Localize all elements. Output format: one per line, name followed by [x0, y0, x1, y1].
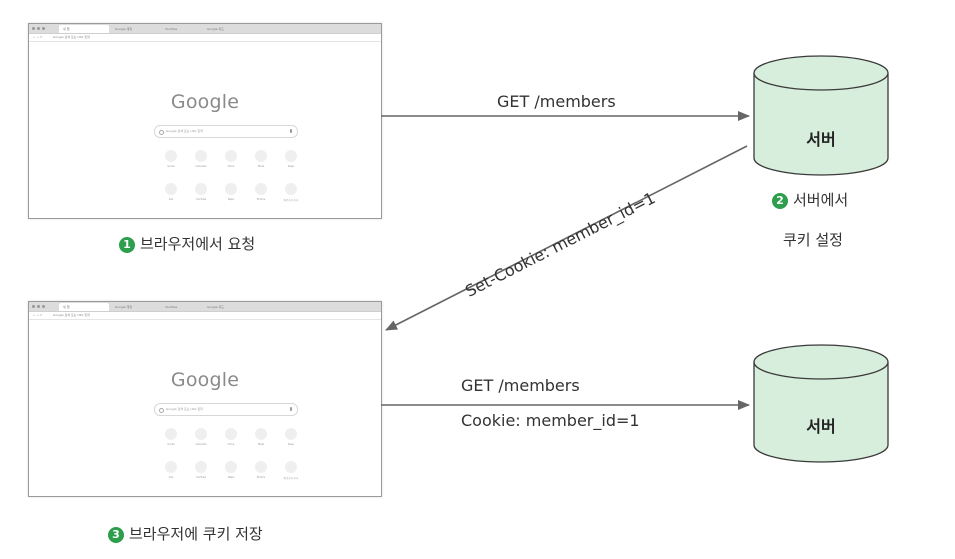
nav-arrows-icon[interactable]: ← → ⟳ — [33, 313, 43, 317]
step-badge: 2 — [772, 193, 788, 209]
request-label-top: GET /members — [497, 92, 616, 111]
shortcut-label: YouTube — [195, 198, 207, 201]
shortcut-label: 바로가기 추가 — [283, 199, 299, 202]
shortcut-icon[interactable] — [285, 461, 297, 473]
step1-caption: 1 브라우저에서 요청 — [119, 233, 255, 254]
shortcut-icon[interactable] — [255, 428, 267, 440]
shortcut-icon[interactable] — [195, 428, 207, 440]
shortcut-label: Calendar — [195, 165, 207, 168]
shortcut-icon[interactable] — [165, 428, 177, 440]
step-badge: 1 — [119, 237, 135, 253]
browser-tab-bar: 새 탭 Google 계정 YouTube Google 지도 — [29, 302, 381, 312]
search-input[interactable]: Google 검색 또는 URL 입력 — [154, 125, 298, 138]
window-minimize-icon[interactable] — [37, 305, 40, 308]
address-text: Google 검색 또는 URL 입력 — [53, 313, 90, 317]
mic-icon[interactable] — [290, 407, 292, 411]
shortcut-label: Ads — [168, 198, 174, 201]
step3-text: 브라우저에 쿠키 저장 — [129, 525, 263, 543]
shortcut-label: Maps — [227, 476, 235, 479]
shortcut-icon[interactable] — [195, 183, 207, 195]
shortcut-icon[interactable] — [225, 428, 237, 440]
set-cookie-arrow — [385, 145, 748, 331]
address-text: Google 검색 또는 URL 입력 — [53, 35, 90, 39]
mic-icon[interactable] — [290, 129, 292, 133]
search-icon — [159, 408, 164, 413]
shortcut-icon[interactable] — [225, 183, 237, 195]
shortcut-label: Drive — [227, 443, 235, 446]
window-close-icon[interactable] — [32, 305, 35, 308]
window-close-icon[interactable] — [32, 27, 35, 30]
browser-window-top: 새 탭 Google 계정 YouTube Google 지도 ← → ⟳ Go… — [28, 23, 382, 219]
browser-tab[interactable]: Google 계정 — [115, 27, 133, 31]
address-bar[interactable]: ← → ⟳ Google 검색 또는 URL 입력 — [29, 312, 381, 320]
address-bar[interactable]: ← → ⟳ Google 검색 또는 URL 입력 — [29, 34, 381, 42]
browser-tab[interactable]: Google 계정 — [115, 305, 133, 309]
shortcut-icon[interactable] — [165, 461, 177, 473]
search-input[interactable]: Google 검색 또는 URL 입력 — [154, 403, 298, 416]
shortcut-label: Photos — [256, 476, 266, 479]
browser-tab[interactable]: Google 지도 — [207, 305, 225, 309]
window-minimize-icon[interactable] — [37, 27, 40, 30]
shortcut-icon[interactable] — [165, 150, 177, 162]
shortcut-label: Maps — [227, 198, 235, 201]
shortcut-label: Drive — [227, 165, 235, 168]
search-icon — [159, 130, 164, 135]
browser-tab[interactable]: 새 탭 — [59, 303, 109, 311]
browser-tab[interactable]: YouTube — [165, 27, 178, 31]
step1-text: 브라우저에서 요청 — [140, 235, 256, 253]
step2-caption: 2 서버에서 — [772, 189, 848, 210]
shortcut-icon[interactable] — [165, 183, 177, 195]
shortcut-icon[interactable] — [255, 150, 267, 162]
server-label-bottom: 서버 — [806, 417, 836, 436]
shortcut-label: Ads — [168, 476, 174, 479]
server-label-top: 서버 — [806, 130, 836, 149]
shortcut-label: Keep — [287, 165, 295, 168]
shortcut-icon[interactable] — [285, 428, 297, 440]
shortcut-label: YouTube — [195, 476, 207, 479]
browser-tab[interactable]: YouTube — [165, 305, 178, 309]
shortcut-label: Photos — [256, 198, 266, 201]
browser-tab[interactable]: 새 탭 — [59, 25, 109, 33]
shortcut-label: Keep — [287, 443, 295, 446]
step-badge: 3 — [108, 527, 124, 543]
step2-text-line2: 쿠키 설정 — [783, 231, 843, 249]
browser-tab-bar: 새 탭 Google 계정 YouTube Google 지도 — [29, 24, 381, 34]
shortcut-icon[interactable] — [255, 461, 267, 473]
shortcut-icon[interactable] — [195, 150, 207, 162]
google-logo: Google — [170, 91, 240, 113]
step3-caption: 3 브라우저에 쿠키 저장 — [108, 523, 263, 544]
cookie-header-label: Cookie: member_id=1 — [461, 411, 640, 430]
browser-tab[interactable]: Google 지도 — [207, 27, 225, 31]
google-logo: Google — [170, 369, 240, 391]
window-maximize-icon[interactable] — [42, 305, 45, 308]
shortcut-icon[interactable] — [255, 183, 267, 195]
window-maximize-icon[interactable] — [42, 27, 45, 30]
shortcut-label: Gmail — [167, 165, 175, 168]
nav-arrows-icon[interactable]: ← → ⟳ — [33, 35, 43, 39]
search-placeholder: Google 검색 또는 URL 입력 — [166, 129, 203, 133]
server-cylinder-top — [753, 55, 889, 176]
browser-window-bottom: 새 탭 Google 계정 YouTube Google 지도 ← → ⟳ Go… — [28, 301, 382, 497]
shortcut-icon[interactable] — [285, 150, 297, 162]
shortcut-icon[interactable] — [225, 150, 237, 162]
shortcut-icon[interactable] — [285, 183, 297, 195]
request-label-bottom: GET /members — [461, 376, 580, 395]
shortcut-label: 바로가기 추가 — [283, 477, 299, 480]
search-placeholder: Google 검색 또는 URL 입력 — [166, 407, 203, 411]
step2-text-line1: 서버에서 — [793, 191, 849, 209]
shortcut-label: Meet — [257, 443, 265, 446]
shortcut-icon[interactable] — [195, 461, 207, 473]
shortcut-label: Calendar — [195, 443, 207, 446]
shortcut-icon[interactable] — [225, 461, 237, 473]
shortcut-label: Gmail — [167, 443, 175, 446]
server-cylinder-bottom — [753, 344, 889, 463]
shortcut-label: Meet — [257, 165, 265, 168]
